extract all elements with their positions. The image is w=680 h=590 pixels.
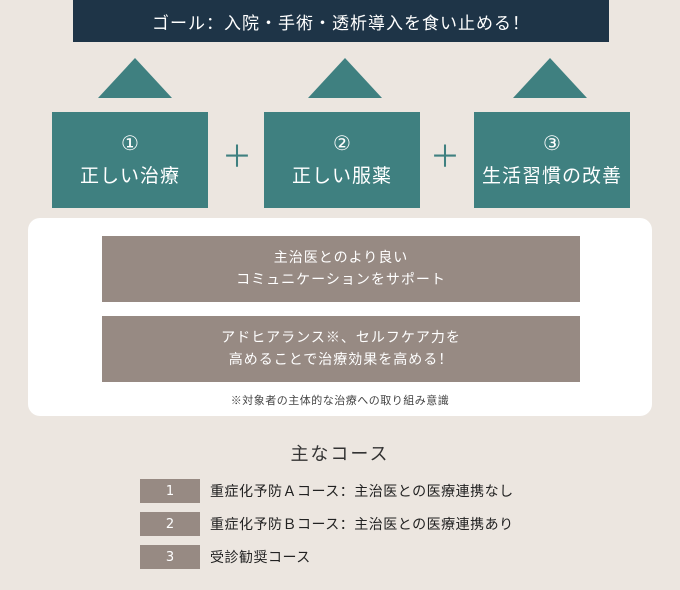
pillar-medication: ② 正しい服薬 <box>264 112 420 208</box>
course-number-badge: 3 <box>140 545 200 569</box>
support-line: 高めることで治療効果を高める！ <box>228 352 454 368</box>
support-box-adherence: アドヒアランス※、セルフケア力を 高めることで治療効果を高める！ <box>102 316 580 382</box>
pillar-number: ② <box>333 131 351 155</box>
goal-banner: ゴール：入院・手術・透析導入を食い止める！ <box>73 0 609 42</box>
course-item: 1 重症化予防Ａコース：主治医との医療連携なし <box>140 479 514 503</box>
pillar-label: 正しい服薬 <box>291 165 392 187</box>
plus-icon: ＋ <box>222 140 252 175</box>
pillar-lifestyle: ③ 生活習慣の改善 <box>474 112 630 208</box>
support-line: アドヒアランス※、セルフケア力を <box>221 330 461 346</box>
course-item: 2 重症化予防Ｂコース：主治医との医療連携あり <box>140 512 514 536</box>
pillar-number: ③ <box>543 131 561 155</box>
pillar-treatment: ① 正しい治療 <box>52 112 208 208</box>
course-number-badge: 2 <box>140 512 200 536</box>
course-label: 受診勧奨コース <box>210 550 311 566</box>
arrow-up-icon <box>308 58 382 98</box>
arrow-up-icon <box>98 58 172 98</box>
pillar-number: ① <box>121 131 139 155</box>
arrow-up-icon <box>513 58 587 98</box>
pillar-label: 生活習慣の改善 <box>481 165 622 187</box>
course-label: 重症化予防Ｂコース：主治医との医療連携あり <box>210 517 514 533</box>
course-number-badge: 1 <box>140 479 200 503</box>
pillar-label: 正しい治療 <box>79 165 180 187</box>
support-line: コミュニケーションをサポート <box>236 272 446 288</box>
support-line: 主治医とのより良い <box>273 250 409 266</box>
courses-title: 主なコース <box>290 444 390 465</box>
course-label: 重症化予防Ａコース：主治医との医療連携なし <box>210 484 514 500</box>
footnote: ※対象者の主体的な治療への取り組み意識 <box>230 394 450 407</box>
plus-icon: ＋ <box>430 140 460 175</box>
course-item: 3 受診勧奨コース <box>140 545 311 569</box>
support-box-communication: 主治医とのより良い コミュニケーションをサポート <box>102 236 580 302</box>
goal-text: ゴール：入院・手術・透析導入を食い止める！ <box>152 13 530 34</box>
